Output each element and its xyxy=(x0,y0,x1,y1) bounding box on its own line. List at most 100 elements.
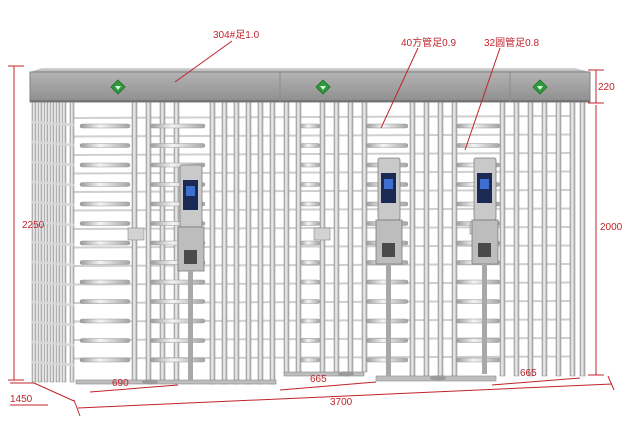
pivot-foot xyxy=(142,379,158,385)
frame-post xyxy=(347,101,354,373)
pivot-foot xyxy=(338,371,354,377)
frame-post xyxy=(209,101,216,385)
frame-post xyxy=(245,101,252,385)
rotor-arm xyxy=(149,123,206,129)
rotor-arm xyxy=(455,123,501,129)
frame-post xyxy=(269,101,276,385)
frame-post xyxy=(569,101,576,377)
rotor-arm xyxy=(299,201,321,207)
frame-post xyxy=(333,101,340,373)
pivot-foot xyxy=(430,375,446,381)
side-rail xyxy=(31,360,75,367)
rotor-arm xyxy=(299,279,321,285)
frame-post xyxy=(541,101,548,377)
rotor-arm xyxy=(365,123,409,129)
frame-post xyxy=(131,101,138,381)
side-rail xyxy=(31,120,75,127)
frame-post xyxy=(361,101,368,373)
frame-post xyxy=(61,99,67,383)
rotor-arm xyxy=(299,299,321,304)
rotor-arm xyxy=(79,221,131,226)
dim-lane-left: 690 xyxy=(112,378,129,389)
rotor-arm xyxy=(365,143,409,148)
rotor-arm xyxy=(299,221,321,226)
dim-total-width: 3700 xyxy=(330,397,353,408)
rotor-arm xyxy=(299,357,321,363)
side-rail xyxy=(31,160,75,167)
base-rail xyxy=(75,379,277,385)
rotor-arm xyxy=(299,260,321,265)
frame-post xyxy=(145,101,152,381)
callout-round-tube-label: 32圆管足0.8 xyxy=(484,36,539,49)
rotor-arm xyxy=(149,318,206,324)
frame-post xyxy=(283,101,290,375)
rotor-arm xyxy=(149,279,206,285)
dimension-lines xyxy=(8,65,615,417)
rotor-arm xyxy=(455,357,501,363)
rotor-arm xyxy=(299,162,321,168)
side-rail xyxy=(31,140,75,147)
frame-post xyxy=(527,101,534,377)
dim-depth: 1450 xyxy=(10,394,33,405)
face-recognition-terminal-icon xyxy=(375,157,403,376)
rotor-arm xyxy=(149,143,206,148)
rotor-arm xyxy=(455,143,501,148)
rotor-arm xyxy=(79,123,131,129)
frame-post xyxy=(257,101,264,385)
rotor-arm xyxy=(149,338,206,343)
side-rail xyxy=(31,300,75,307)
dim-passage-height: 2000 xyxy=(600,222,623,233)
base-rail xyxy=(283,371,365,377)
rotor-arm xyxy=(79,182,131,187)
frame-post xyxy=(221,101,228,385)
face-recognition-terminal-icon xyxy=(177,164,205,381)
reader-bracket xyxy=(127,227,145,241)
frame-post xyxy=(451,101,458,377)
rotor-arm xyxy=(79,240,131,246)
frame-post xyxy=(423,101,430,377)
turnstile-bars xyxy=(31,99,586,385)
frame-post xyxy=(409,101,416,377)
dim-total-height: 2250 xyxy=(22,220,45,231)
callout-round-tube: 32圆管足0.8 xyxy=(464,36,539,151)
frame-post xyxy=(437,101,444,377)
rotor-arm xyxy=(299,143,321,148)
callout-roof-material-label: 304#足1.0 xyxy=(213,29,260,41)
rotor-arm xyxy=(149,357,206,363)
callout-square-tube-label: 40方管足0.9 xyxy=(401,36,456,49)
frame-post xyxy=(499,101,506,377)
rotor-arm xyxy=(79,143,131,148)
rotor-arm xyxy=(79,162,131,168)
dim-lane-right: 665 xyxy=(520,368,537,379)
green-arrow-indicator-icon xyxy=(315,79,331,95)
frame-post xyxy=(69,99,75,383)
rotor-arm xyxy=(79,318,131,324)
rotor-arm xyxy=(455,338,501,343)
rotor-arm xyxy=(299,338,321,343)
side-rail xyxy=(31,320,75,327)
side-rail xyxy=(31,340,75,347)
rotor-arm xyxy=(455,279,501,285)
rotor-arm xyxy=(79,338,131,343)
side-rail xyxy=(31,280,75,287)
rotor-arm xyxy=(79,201,131,207)
frame-post xyxy=(579,101,586,377)
callout-square-tube: 40方管足0.9 xyxy=(380,36,456,129)
rotor-arm xyxy=(455,299,501,304)
rotor-arm xyxy=(299,123,321,129)
rotor-arm xyxy=(299,318,321,324)
rotor-arm xyxy=(79,357,131,363)
dim-roof-height: 220 xyxy=(598,82,615,93)
side-rail xyxy=(31,260,75,267)
frame-post xyxy=(513,101,520,377)
side-rail xyxy=(31,200,75,207)
frame-post xyxy=(555,101,562,377)
green-arrow-indicator-icon xyxy=(110,79,126,95)
dim-lane-middle: 665 xyxy=(310,374,327,385)
side-rail xyxy=(31,180,75,187)
frame-post xyxy=(55,99,61,383)
frame-post xyxy=(233,101,240,385)
rotor-arm xyxy=(455,318,501,324)
rotor-arm xyxy=(299,240,321,246)
